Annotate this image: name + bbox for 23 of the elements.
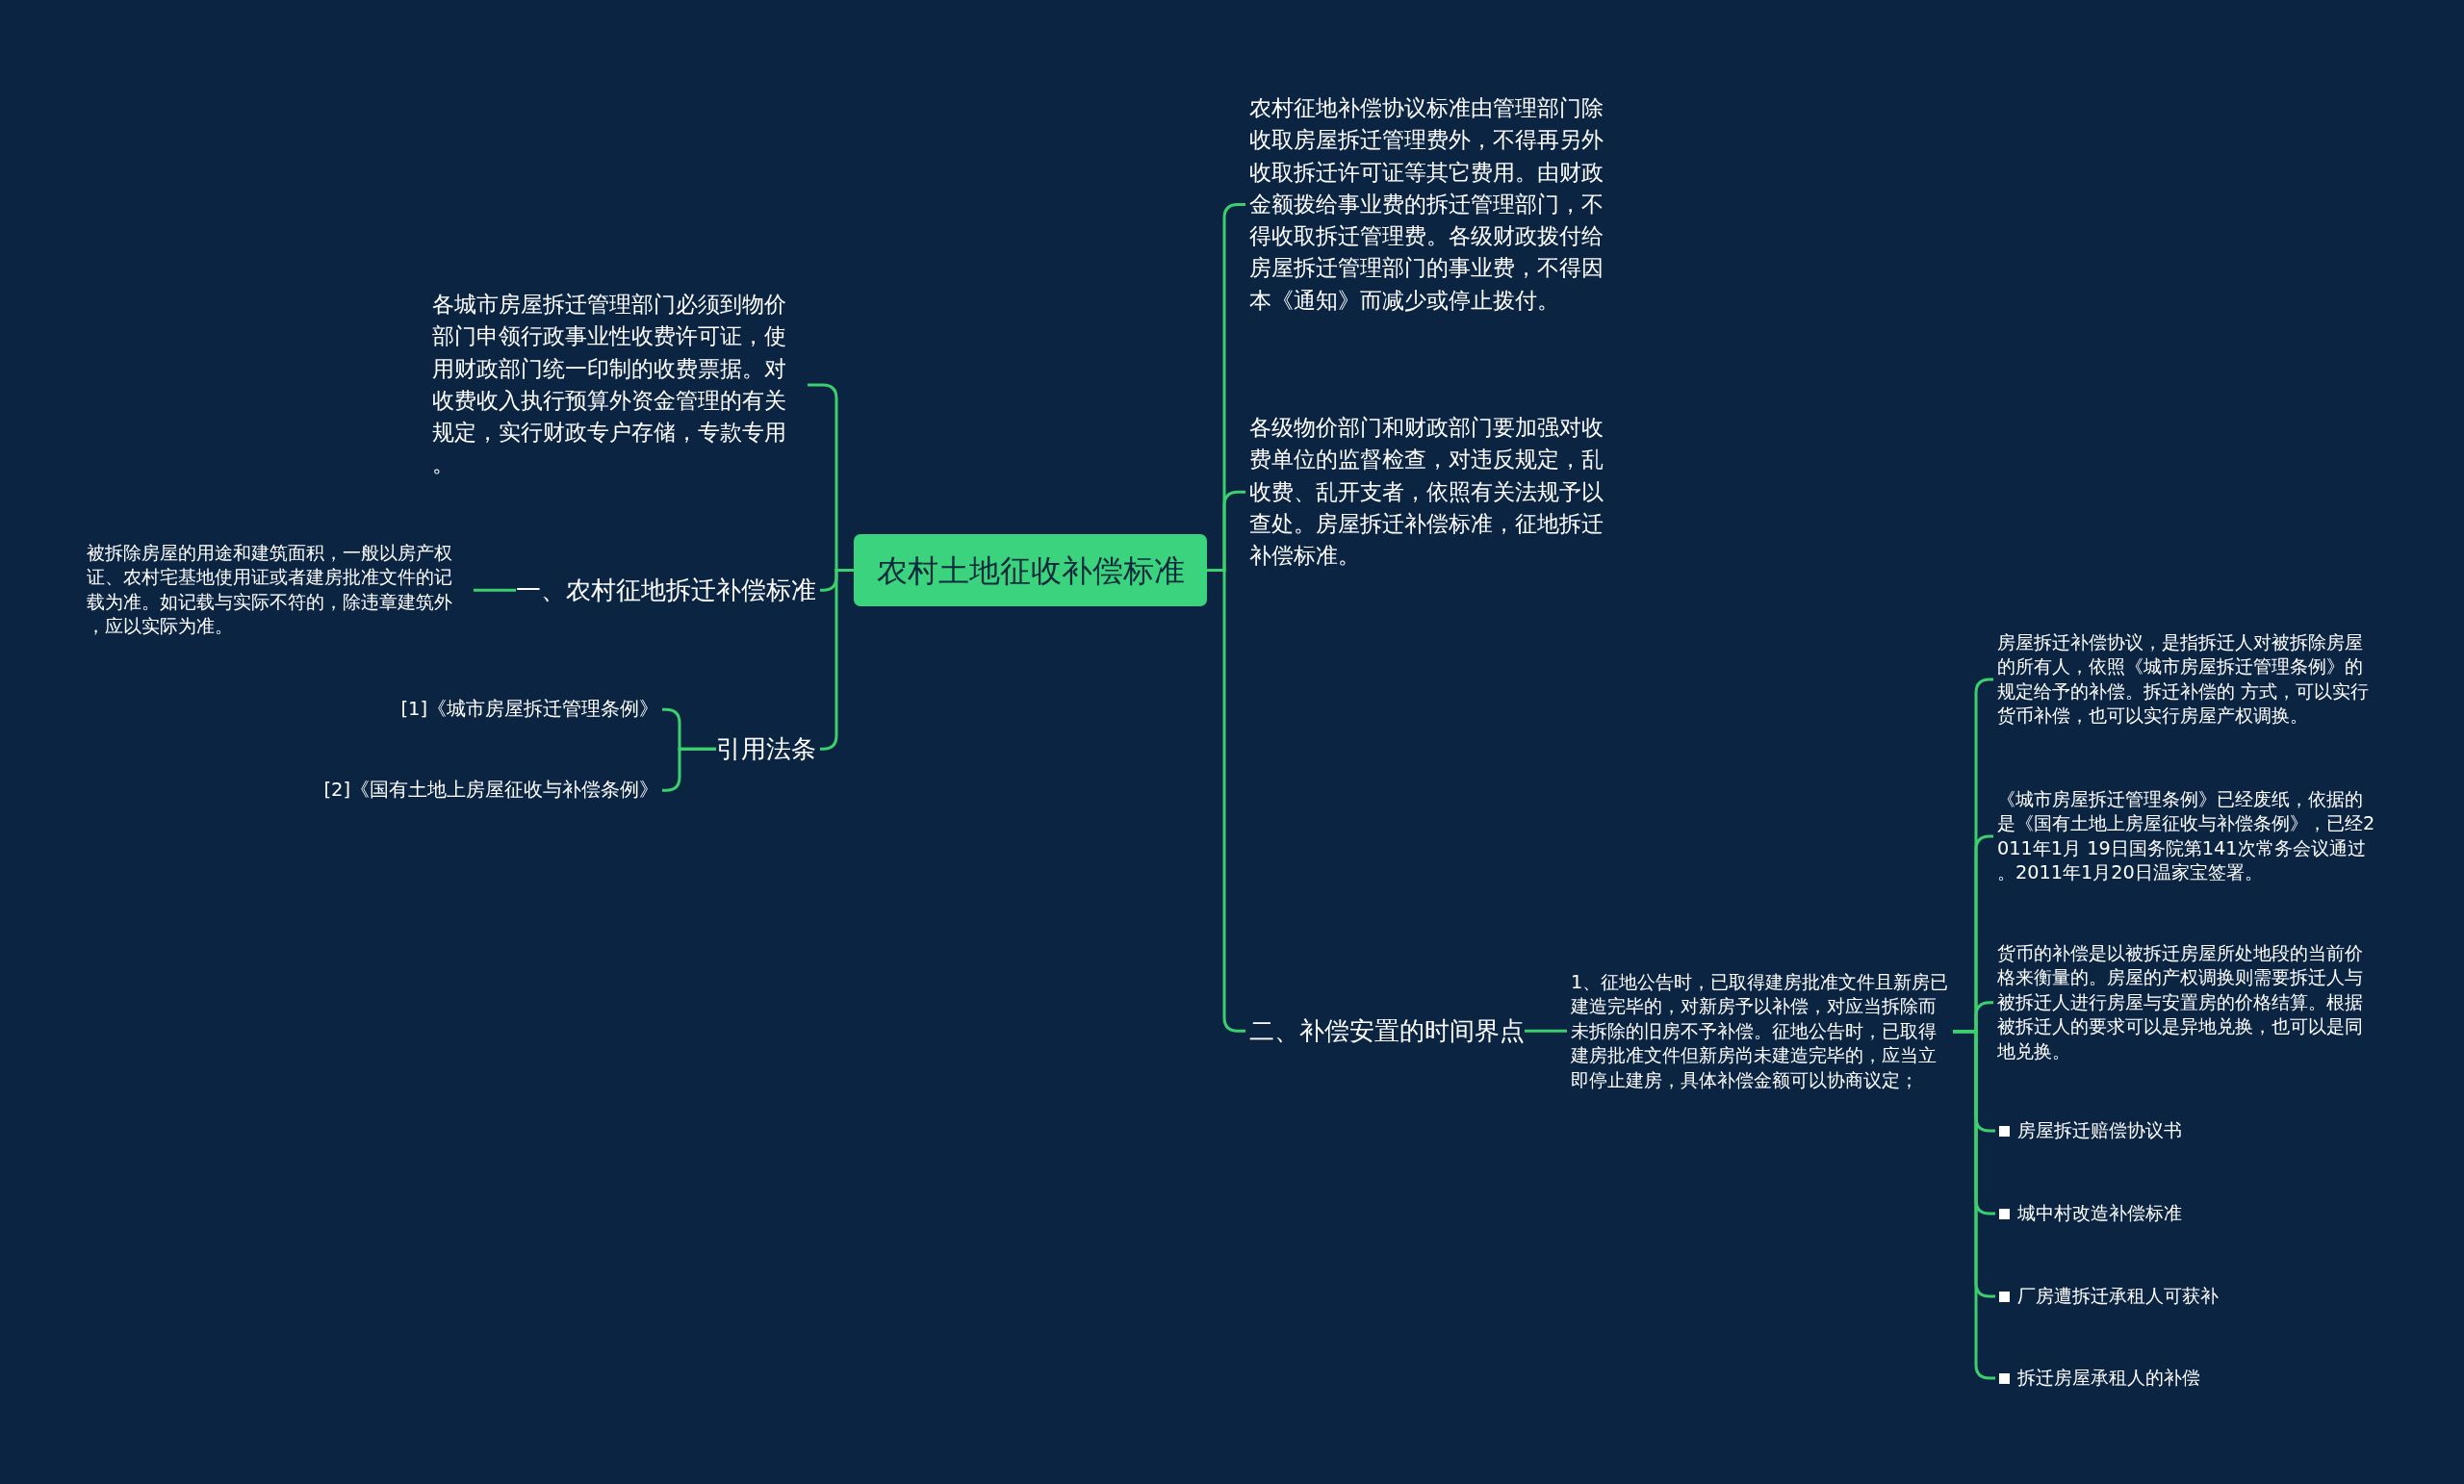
topic-text: 各级物价部门和财政部门要加强对收费单位的监督检查，对违反规定，乱收费、乱开支者，依照有关法规予以查处。房屋拆迁补偿标准，征地拆迁补偿标准。 (1249, 412, 1622, 573)
branch-topic: 一、农村征地拆迁补偿标准 (516, 575, 816, 606)
connector-line (1525, 1029, 1567, 1033)
topic-text: 各城市房屋拆迁管理部门必须到物价部门申领行政事业性收费许可证，使用财政部门统一印制的收费票据。对收费收入执行预算外资金管理的有关规定，实行财政专户存储，专款专用。 (432, 289, 804, 481)
topic-text: 1、征地公告时，已取得建房批准文件且新房已建造完毕的，对新房予以补偿，对应当拆除而未拆除的旧房不予补偿。征地公告时，已取得建房批准文件但新房尚未建造完毕的，应当立即停止建房，具体补偿金额可以协商议定； (1571, 970, 1953, 1093)
connector-line (1207, 569, 1245, 1033)
root-topic-box: 农村土地征收补偿标准 (854, 534, 1207, 606)
topic-text: 被拆除房屋的用途和建筑面积，一般以房产权证、农村宅基地使用证或者建房批准文件的记载为准。如记载与实际不符的，除违章建筑外，应以实际为准。 (87, 541, 470, 639)
topic-text: 房屋拆迁赔偿协议书 (2017, 1119, 2182, 1143)
topic-text: 农村征地补偿协议标准由管理部门除收取房屋拆迁管理费外，不得再另外收取拆迁许可证等其它费用。由财政金额拨给事业费的拆迁管理部门，不得收取拆迁管理费。各级财政拨付给房屋拆迁管理部门的事业费，不得因本《通知》而减少或停止拨付。 (1249, 92, 1622, 318)
topic-text: 厂房遭拆迁承租人可获补 (2017, 1285, 2219, 1309)
topic-text: 拆迁房屋承租人的补偿 (2017, 1367, 2200, 1391)
connector-line (474, 588, 516, 592)
branch-topic: 二、补偿安置的时间界点 (1249, 1015, 1525, 1047)
topic-text: 房屋拆迁补偿协议，是指拆迁人对被拆除房屋的所有人，依照《城市房屋拆迁管理条例》的规定给予的补偿。拆迁补偿的 方式，可以实行货币补偿，也可以实行房屋产权调换。 (1997, 630, 2379, 729)
topic-text: [1]《城市房屋拆迁管理条例》 (400, 698, 658, 722)
topic-text: 《城市房屋拆迁管理条例》已经废纸，依据的是《国有土地上房屋征收与补偿条例》，已经2011年1月 19日国务院第141次常务会议通过。2011年1月20日温家宝签署。 (1997, 787, 2379, 885)
connector-line (1953, 1030, 1995, 1380)
topic-text: 货币的补偿是以被拆迁房屋所处地段的当前价格来衡量的。房屋的产权调换则需要拆迁人与被拆迁人进行房屋与安置房的价格结算。根据被拆迁人的要求可以是异地兑换，也可以是同地兑换。 (1997, 941, 2379, 1064)
topic-text: 城中村改造补偿标准 (2017, 1202, 2182, 1226)
branch-topic: 引用法条 (716, 733, 816, 765)
topic-text: [2]《国有土地上房屋征收与补偿条例》 (323, 779, 658, 803)
connector-line (662, 747, 716, 792)
